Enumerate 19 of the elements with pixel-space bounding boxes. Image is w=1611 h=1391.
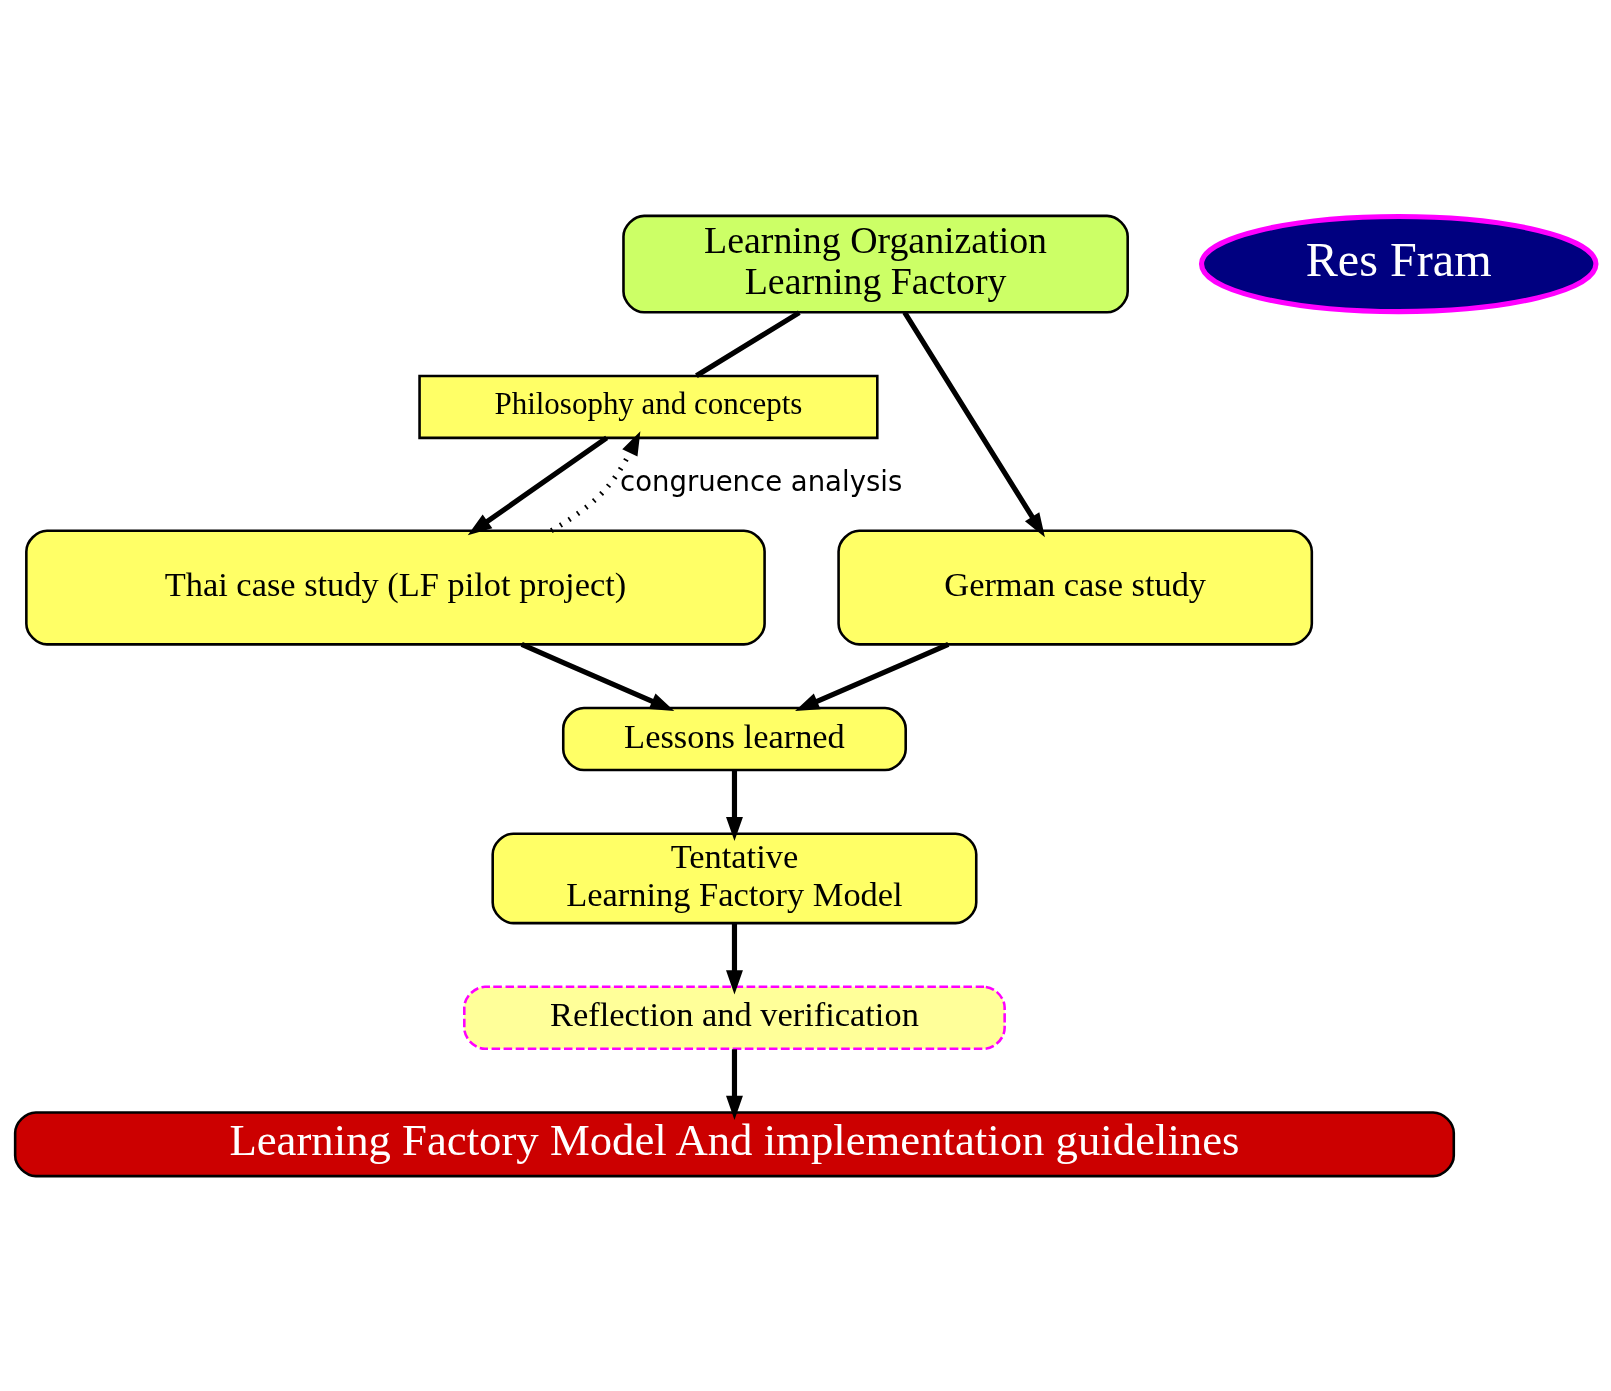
arrow [902,310,1045,537]
connector [695,309,801,378]
node-box: Thai case study (LF pilot project) [25,529,766,646]
arrow [550,430,641,533]
arrow [726,1048,743,1120]
edge-label: congruence analysis [620,464,903,497]
node-box: Tentative Learning Factory Model [491,831,978,924]
node-box: Reflection and verification [463,985,1006,1050]
arrow [520,641,675,711]
node-box: Lessons learned [561,706,907,771]
node-box: German case study [837,529,1314,646]
arrow [726,769,743,841]
node-box: Learning Factory Model And implementation guidelines [13,1110,1456,1177]
arrow [467,435,609,535]
arrow [726,923,743,994]
arrow [795,641,950,711]
node-box: Learning Organization Learning Factory [622,214,1129,314]
node-ellipse: Res Fram [1198,213,1599,314]
node-box: Philosophy and concepts [418,374,879,439]
